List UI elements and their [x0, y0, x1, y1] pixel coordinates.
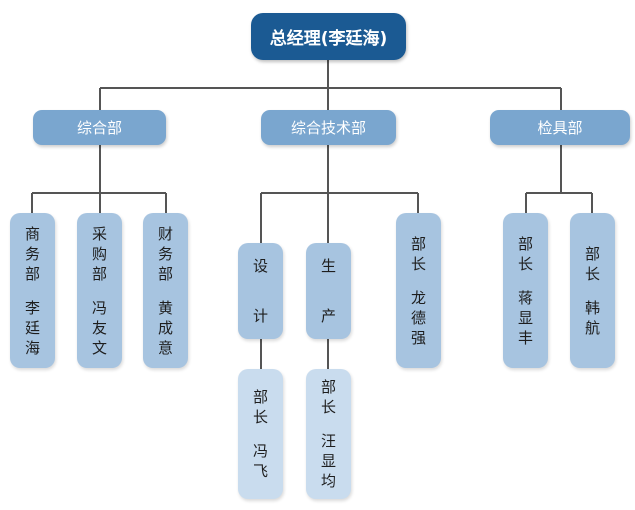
unit-finance-box: 财务部 黄成意 — [143, 213, 188, 368]
design-head-title: 部长 — [252, 388, 268, 426]
dept-zonghe-box: 综合部 — [33, 110, 166, 145]
unit-design-box: 设计 — [238, 243, 283, 339]
jianju-head-2-box: 部长 韩航 — [570, 213, 615, 368]
dept-jianju-box: 检具部 — [490, 110, 630, 145]
unit-production-title: 生产 — [320, 257, 336, 325]
jianju-head-1-title: 部长 — [517, 234, 533, 273]
unit-purchasing-person: 冯友文 — [91, 298, 107, 357]
unit-finance-title: 财务部 — [157, 224, 173, 283]
dept-zonghe-label: 综合部 — [76, 119, 122, 137]
unit-purchasing-title: 采购部 — [91, 224, 107, 283]
jishu-head-person: 龙德强 — [410, 288, 426, 347]
unit-purchasing-box: 采购部 冯友文 — [77, 213, 122, 368]
design-head-person: 冯飞 — [252, 442, 268, 480]
jianju-head-2-person: 韩航 — [584, 298, 600, 337]
unit-commerce-box: 商务部 李廷海 — [10, 213, 55, 368]
general-manager-label: 总经理(李廷海) — [269, 29, 388, 49]
jianju-head-2-title: 部长 — [584, 244, 600, 283]
design-head-box: 部长 冯飞 — [238, 369, 283, 499]
dept-jianju-label: 检具部 — [537, 119, 583, 137]
jianju-head-1-person: 蒋显丰 — [517, 288, 533, 347]
dept-jishu-label: 综合技术部 — [290, 119, 366, 137]
production-head-box: 部长 汪显均 — [306, 369, 351, 499]
production-head-title: 部长 — [320, 378, 336, 416]
unit-finance-person: 黄成意 — [157, 298, 173, 357]
dept-jishu-box: 综合技术部 — [261, 110, 396, 145]
jianju-head-1-box: 部长 蒋显丰 — [503, 213, 548, 368]
jishu-head-box: 部长 龙德强 — [396, 213, 441, 368]
general-manager-box: 总经理(李廷海) — [251, 13, 406, 60]
unit-design-title: 设计 — [252, 257, 268, 325]
jishu-head-title: 部长 — [410, 234, 426, 273]
production-head-person: 汪显均 — [320, 432, 336, 490]
unit-commerce-person: 李廷海 — [24, 298, 40, 357]
unit-production-box: 生产 — [306, 243, 351, 339]
unit-commerce-title: 商务部 — [24, 224, 40, 283]
